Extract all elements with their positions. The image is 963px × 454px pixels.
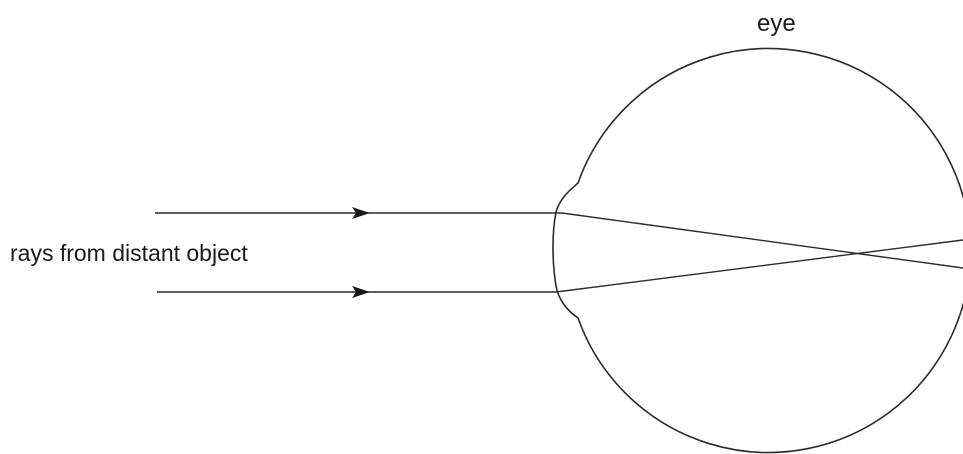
eyeball-outline (552, 47, 963, 454)
refracted-ray-upper (561, 212, 963, 269)
arrowhead-lower (352, 286, 370, 298)
arrowhead-upper (352, 207, 370, 219)
eye-label: eye (757, 10, 796, 37)
refracted-ray-lower (555, 239, 963, 293)
rays-label: rays from distant object (10, 240, 248, 266)
